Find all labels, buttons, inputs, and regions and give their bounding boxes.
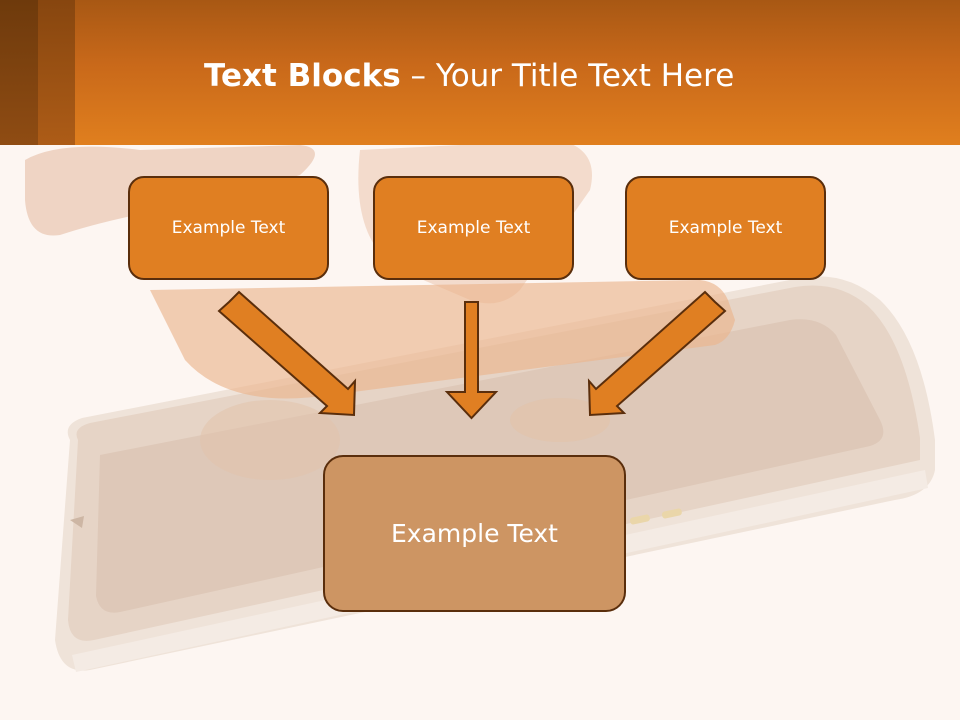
header-bar bbox=[0, 0, 960, 145]
text-block-main-label: Example Text bbox=[391, 519, 558, 548]
text-block-main[interactable]: Example Text bbox=[323, 455, 626, 612]
title-separator: – bbox=[410, 58, 427, 94]
text-block-2-label: Example Text bbox=[416, 218, 531, 238]
text-block-3[interactable]: Example Text bbox=[625, 176, 826, 280]
title-rest-text: Your Title Text Here bbox=[435, 58, 735, 94]
page-title: Text Blocks – Your Title Text Here bbox=[204, 52, 734, 100]
title-bold-text: Text Blocks bbox=[204, 58, 401, 94]
text-block-2[interactable]: Example Text bbox=[373, 176, 574, 280]
header-accent-mid bbox=[38, 0, 75, 145]
header-accent-dark bbox=[0, 0, 38, 145]
text-block-1[interactable]: Example Text bbox=[128, 176, 329, 280]
text-block-3-label: Example Text bbox=[668, 218, 783, 238]
text-block-1-label: Example Text bbox=[171, 218, 286, 238]
